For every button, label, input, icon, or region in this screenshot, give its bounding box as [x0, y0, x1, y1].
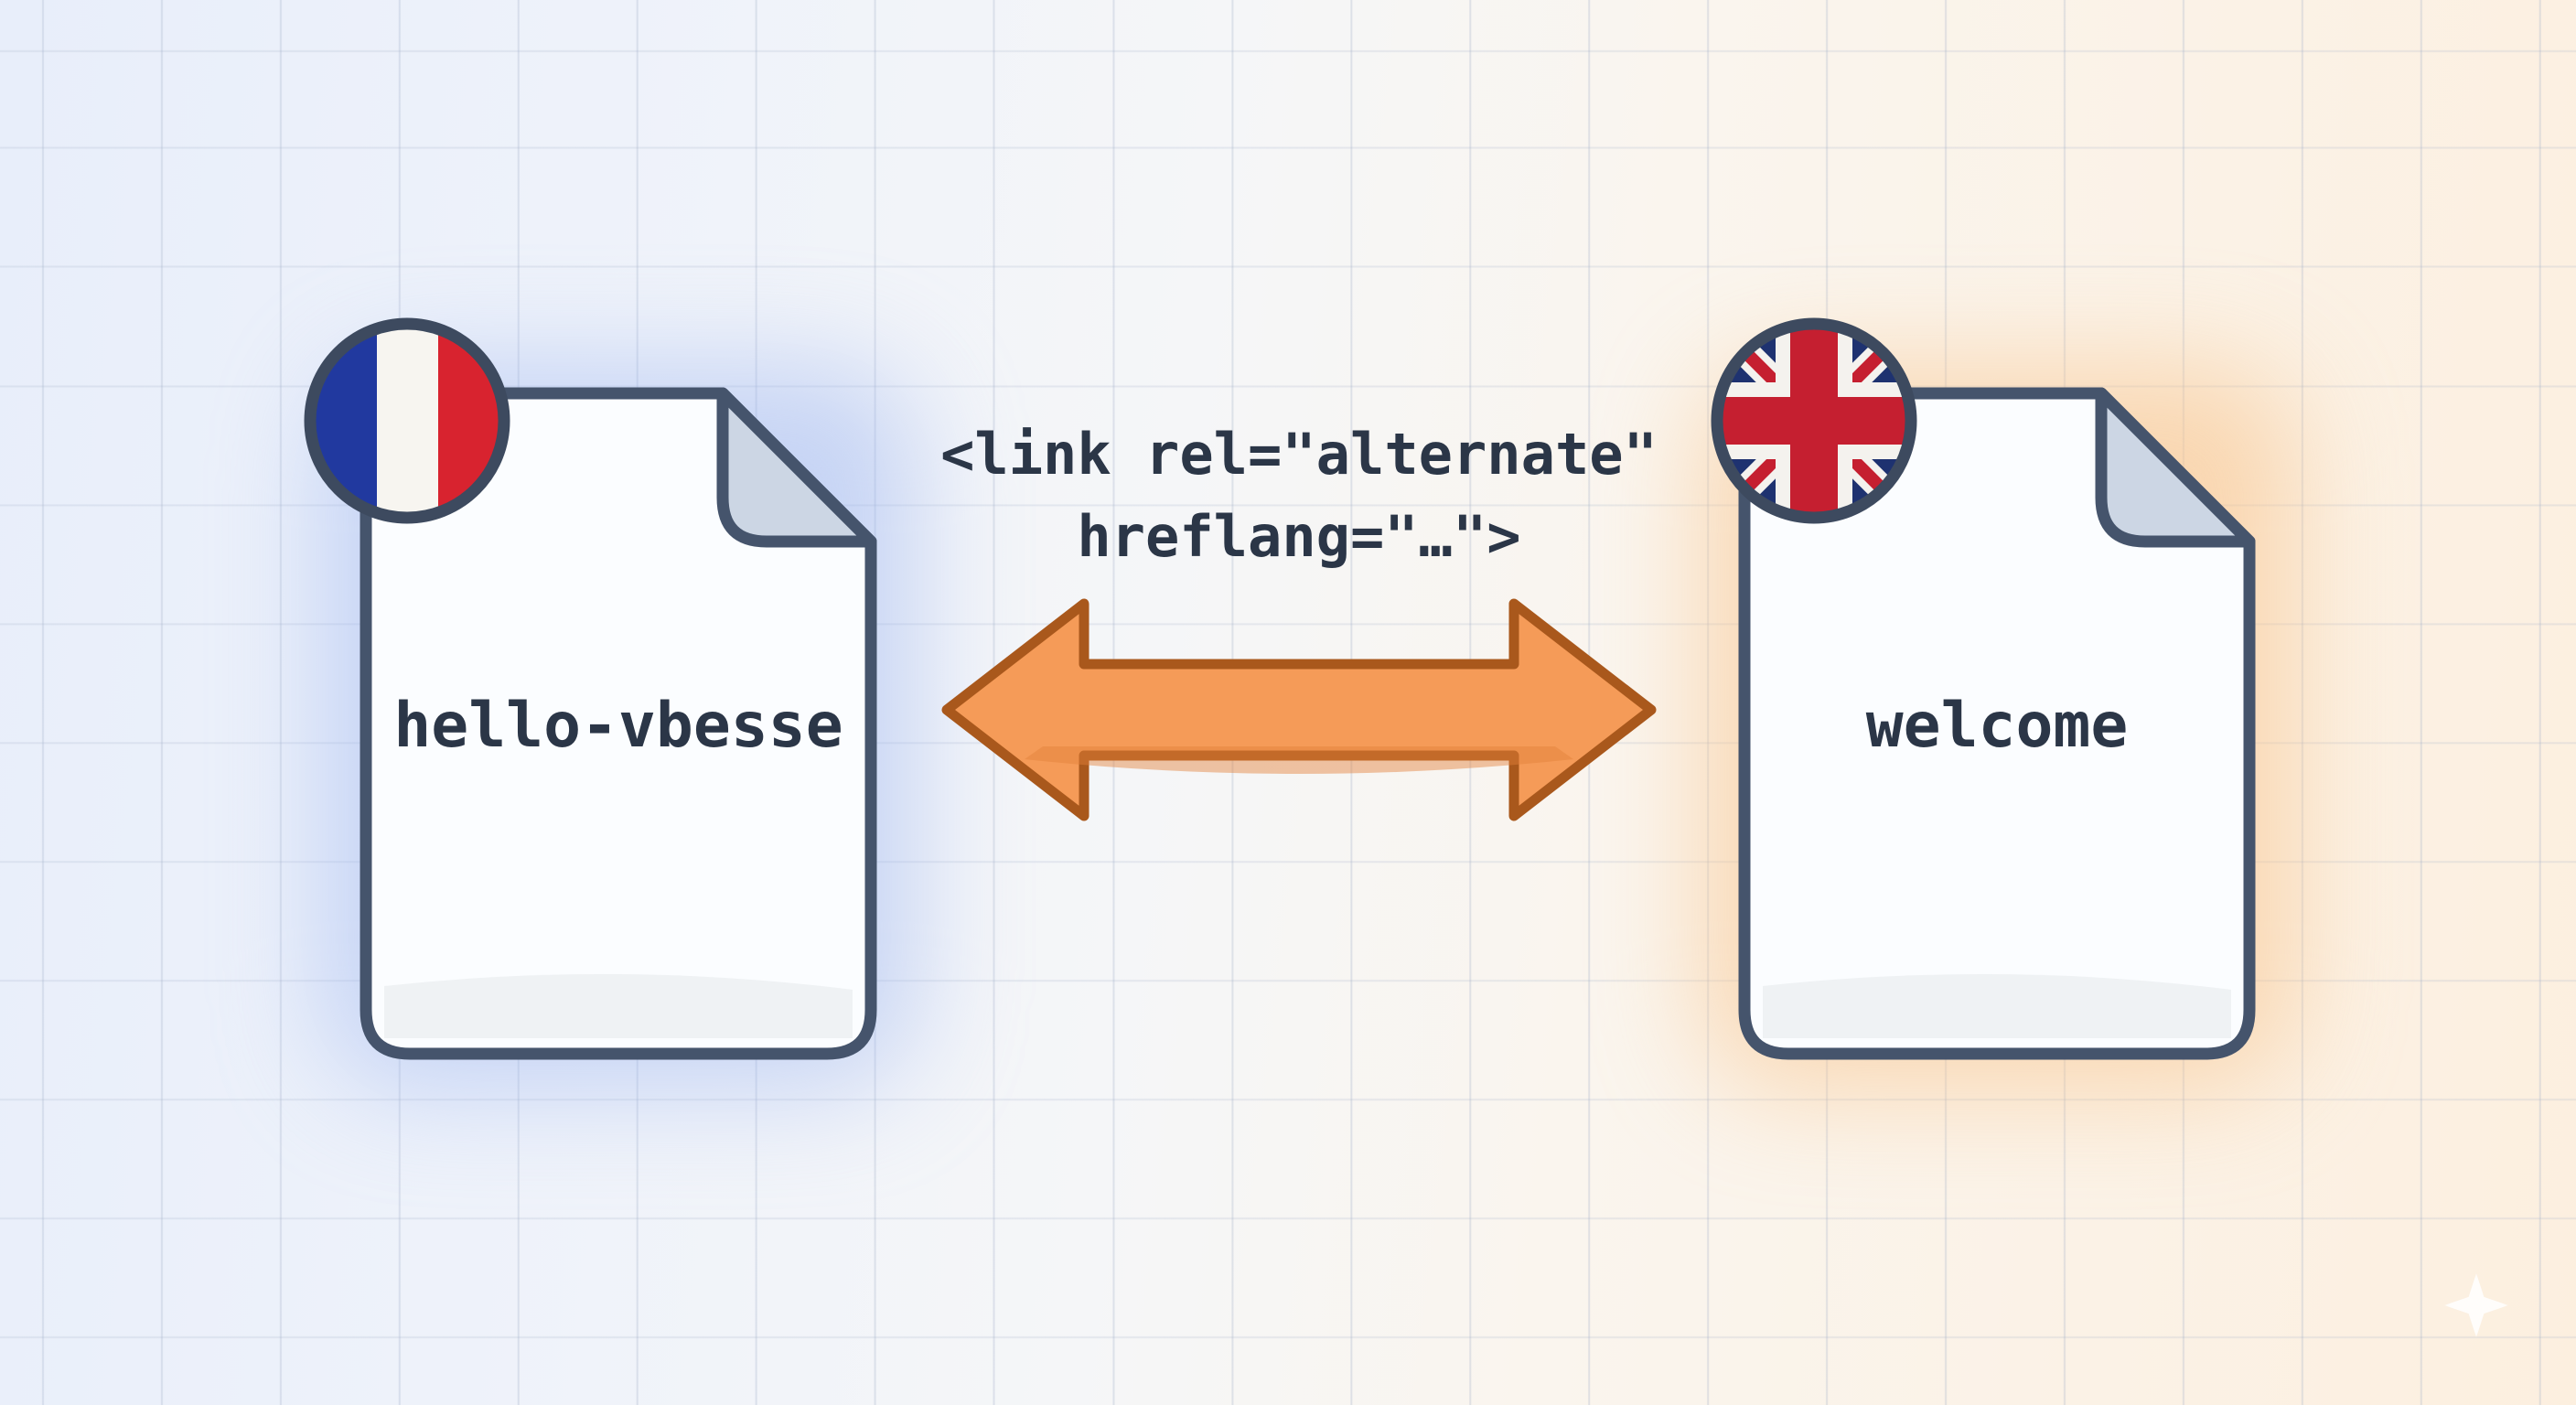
left-document-label: hello-vbesse — [393, 689, 843, 762]
right-document-fold-corner — [2095, 387, 2256, 548]
right-document-label: welcome — [1865, 689, 2129, 762]
code-line-2: hreflang="…"> — [1077, 503, 1521, 570]
left-document-shape — [360, 387, 877, 1060]
hreflang-code-annotation: <link rel="alternate" hreflang="…"> — [933, 413, 1665, 578]
double-arrow-icon — [941, 598, 1657, 821]
code-line-1: <link rel="alternate" — [940, 421, 1658, 488]
left-document-fold-corner — [716, 387, 877, 548]
french-flag-icon — [304, 317, 510, 524]
uk-flag-icon — [1711, 317, 1917, 524]
